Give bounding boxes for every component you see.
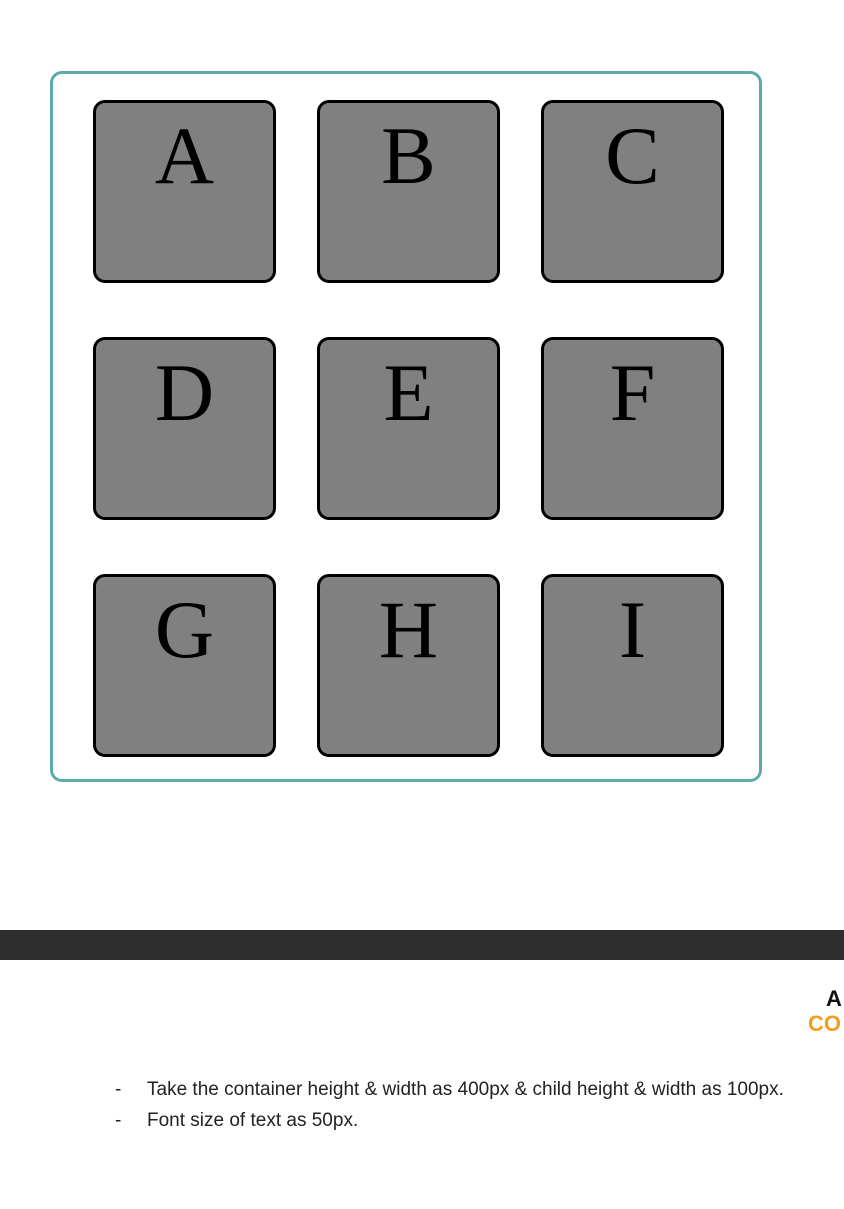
brand-logo: A CO [808, 986, 844, 1042]
bullet-marker: - [115, 1079, 122, 1100]
cell-label: G [154, 584, 215, 675]
cell-label: A [154, 110, 215, 201]
logo-line-2: CO [808, 1011, 841, 1036]
logo-line-1: A [826, 986, 842, 1011]
grid-container: A B C D E F G H I [50, 71, 762, 782]
grid-cell-h: H [317, 574, 500, 757]
instruction-text: Take the container height & width as 400… [147, 1079, 784, 1100]
cell-label: F [609, 347, 656, 438]
grid-cell-c: C [541, 100, 724, 283]
grid-cell-f: F [541, 337, 724, 520]
grid-cell-b: B [317, 100, 500, 283]
instruction-item: - Font size of text as 50px. [115, 1107, 827, 1134]
cell-label: D [154, 347, 215, 438]
instruction-item: - Take the container height & width as 4… [115, 1076, 827, 1103]
cell-label: E [383, 347, 434, 438]
grid-cell-e: E [317, 337, 500, 520]
grid-cell-g: G [93, 574, 276, 757]
cell-label: I [618, 584, 647, 675]
grid-cell-d: D [93, 337, 276, 520]
cell-label: B [381, 110, 436, 201]
grid-cell-a: A [93, 100, 276, 283]
divider-bar [0, 930, 844, 960]
cell-label: H [378, 584, 439, 675]
instruction-text: Font size of text as 50px. [147, 1110, 359, 1131]
bullet-marker: - [115, 1110, 122, 1131]
grid-cell-i: I [541, 574, 724, 757]
cell-label: C [605, 110, 660, 201]
instructions-list: - Take the container height & width as 4… [115, 1076, 827, 1138]
